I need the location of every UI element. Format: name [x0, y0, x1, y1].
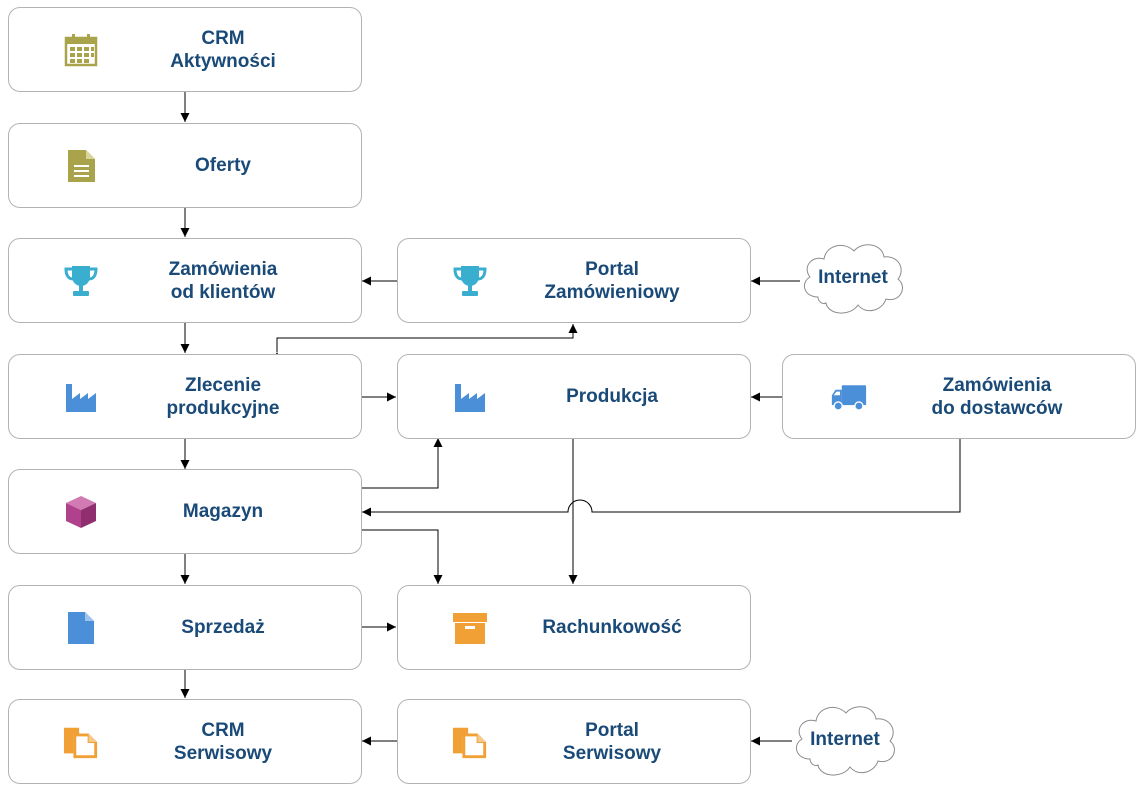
node-label: CRM Aktywności — [170, 27, 276, 72]
node-label: Rachunkowość — [542, 617, 682, 638]
trophy-icon — [63, 263, 99, 299]
factory-icon — [452, 379, 488, 415]
calendar-icon — [63, 32, 99, 68]
node-crm-aktywnosci[interactable]: CRM Aktywności — [8, 7, 362, 92]
node-magazyn[interactable]: Magazyn — [8, 469, 362, 554]
cloud-label: Internet — [818, 267, 888, 288]
arrow-portal-zlecenie-link — [272, 324, 578, 361]
cloud-internet-top[interactable]: Internet — [796, 237, 910, 319]
cube-icon — [63, 494, 99, 530]
cloud-internet-bottom[interactable]: Internet — [788, 699, 902, 781]
node-crm-serwisowy[interactable]: CRM Serwisowy — [8, 699, 362, 784]
node-zlecenie-produkcyjne[interactable]: Zlecenie produkcyjne — [8, 354, 362, 439]
file-icon — [63, 610, 99, 646]
node-zamowienia-od-klientow[interactable]: Zamówienia od klientów — [8, 238, 362, 323]
node-portal-serwisowy[interactable]: Portal Serwisowy — [397, 699, 751, 784]
node-portal-zamowieniowy[interactable]: Portal Zamówieniowy — [397, 238, 751, 323]
archive-box-icon — [452, 610, 488, 646]
node-label: CRM Serwisowy — [173, 719, 273, 764]
document-icon — [63, 148, 99, 184]
cloud-icon — [803, 244, 903, 314]
node-label: Sprzedaż — [181, 617, 265, 638]
cloud-label: Internet — [810, 729, 880, 750]
node-zamowienia-do-dostawcow[interactable]: Zamówienia do dostawców — [782, 354, 1136, 439]
node-label: Oferty — [195, 155, 251, 176]
node-label: Zamówienia do dostawców — [931, 374, 1063, 419]
node-rachunkowosc[interactable]: Rachunkowość — [397, 585, 751, 670]
node-label: Produkcja — [566, 386, 658, 407]
arrow-magazyn-to-rachunkowosc — [362, 529, 443, 584]
node-produkcja[interactable]: Produkcja — [397, 354, 751, 439]
node-oferty[interactable]: Oferty — [8, 123, 362, 208]
node-label: Portal Serwisowy — [562, 719, 662, 764]
node-label: Portal Zamówieniowy — [544, 258, 680, 303]
node-label: Zamówienia od klientów — [168, 258, 278, 303]
cloud-icon — [795, 706, 895, 776]
node-label: Magazyn — [182, 501, 264, 522]
node-label: Zlecenie produkcyjne — [166, 374, 280, 419]
node-sprzedaz[interactable]: Sprzedaż — [8, 585, 362, 670]
copy-documents-icon — [452, 724, 488, 760]
arrow-magazyn-produkcja — [353, 438, 443, 493]
truck-icon — [831, 379, 867, 415]
copy-documents-icon — [63, 724, 99, 760]
arrow-dostawcy-to-magazyn — [362, 438, 961, 517]
factory-icon — [63, 379, 99, 415]
trophy-icon — [452, 263, 488, 299]
